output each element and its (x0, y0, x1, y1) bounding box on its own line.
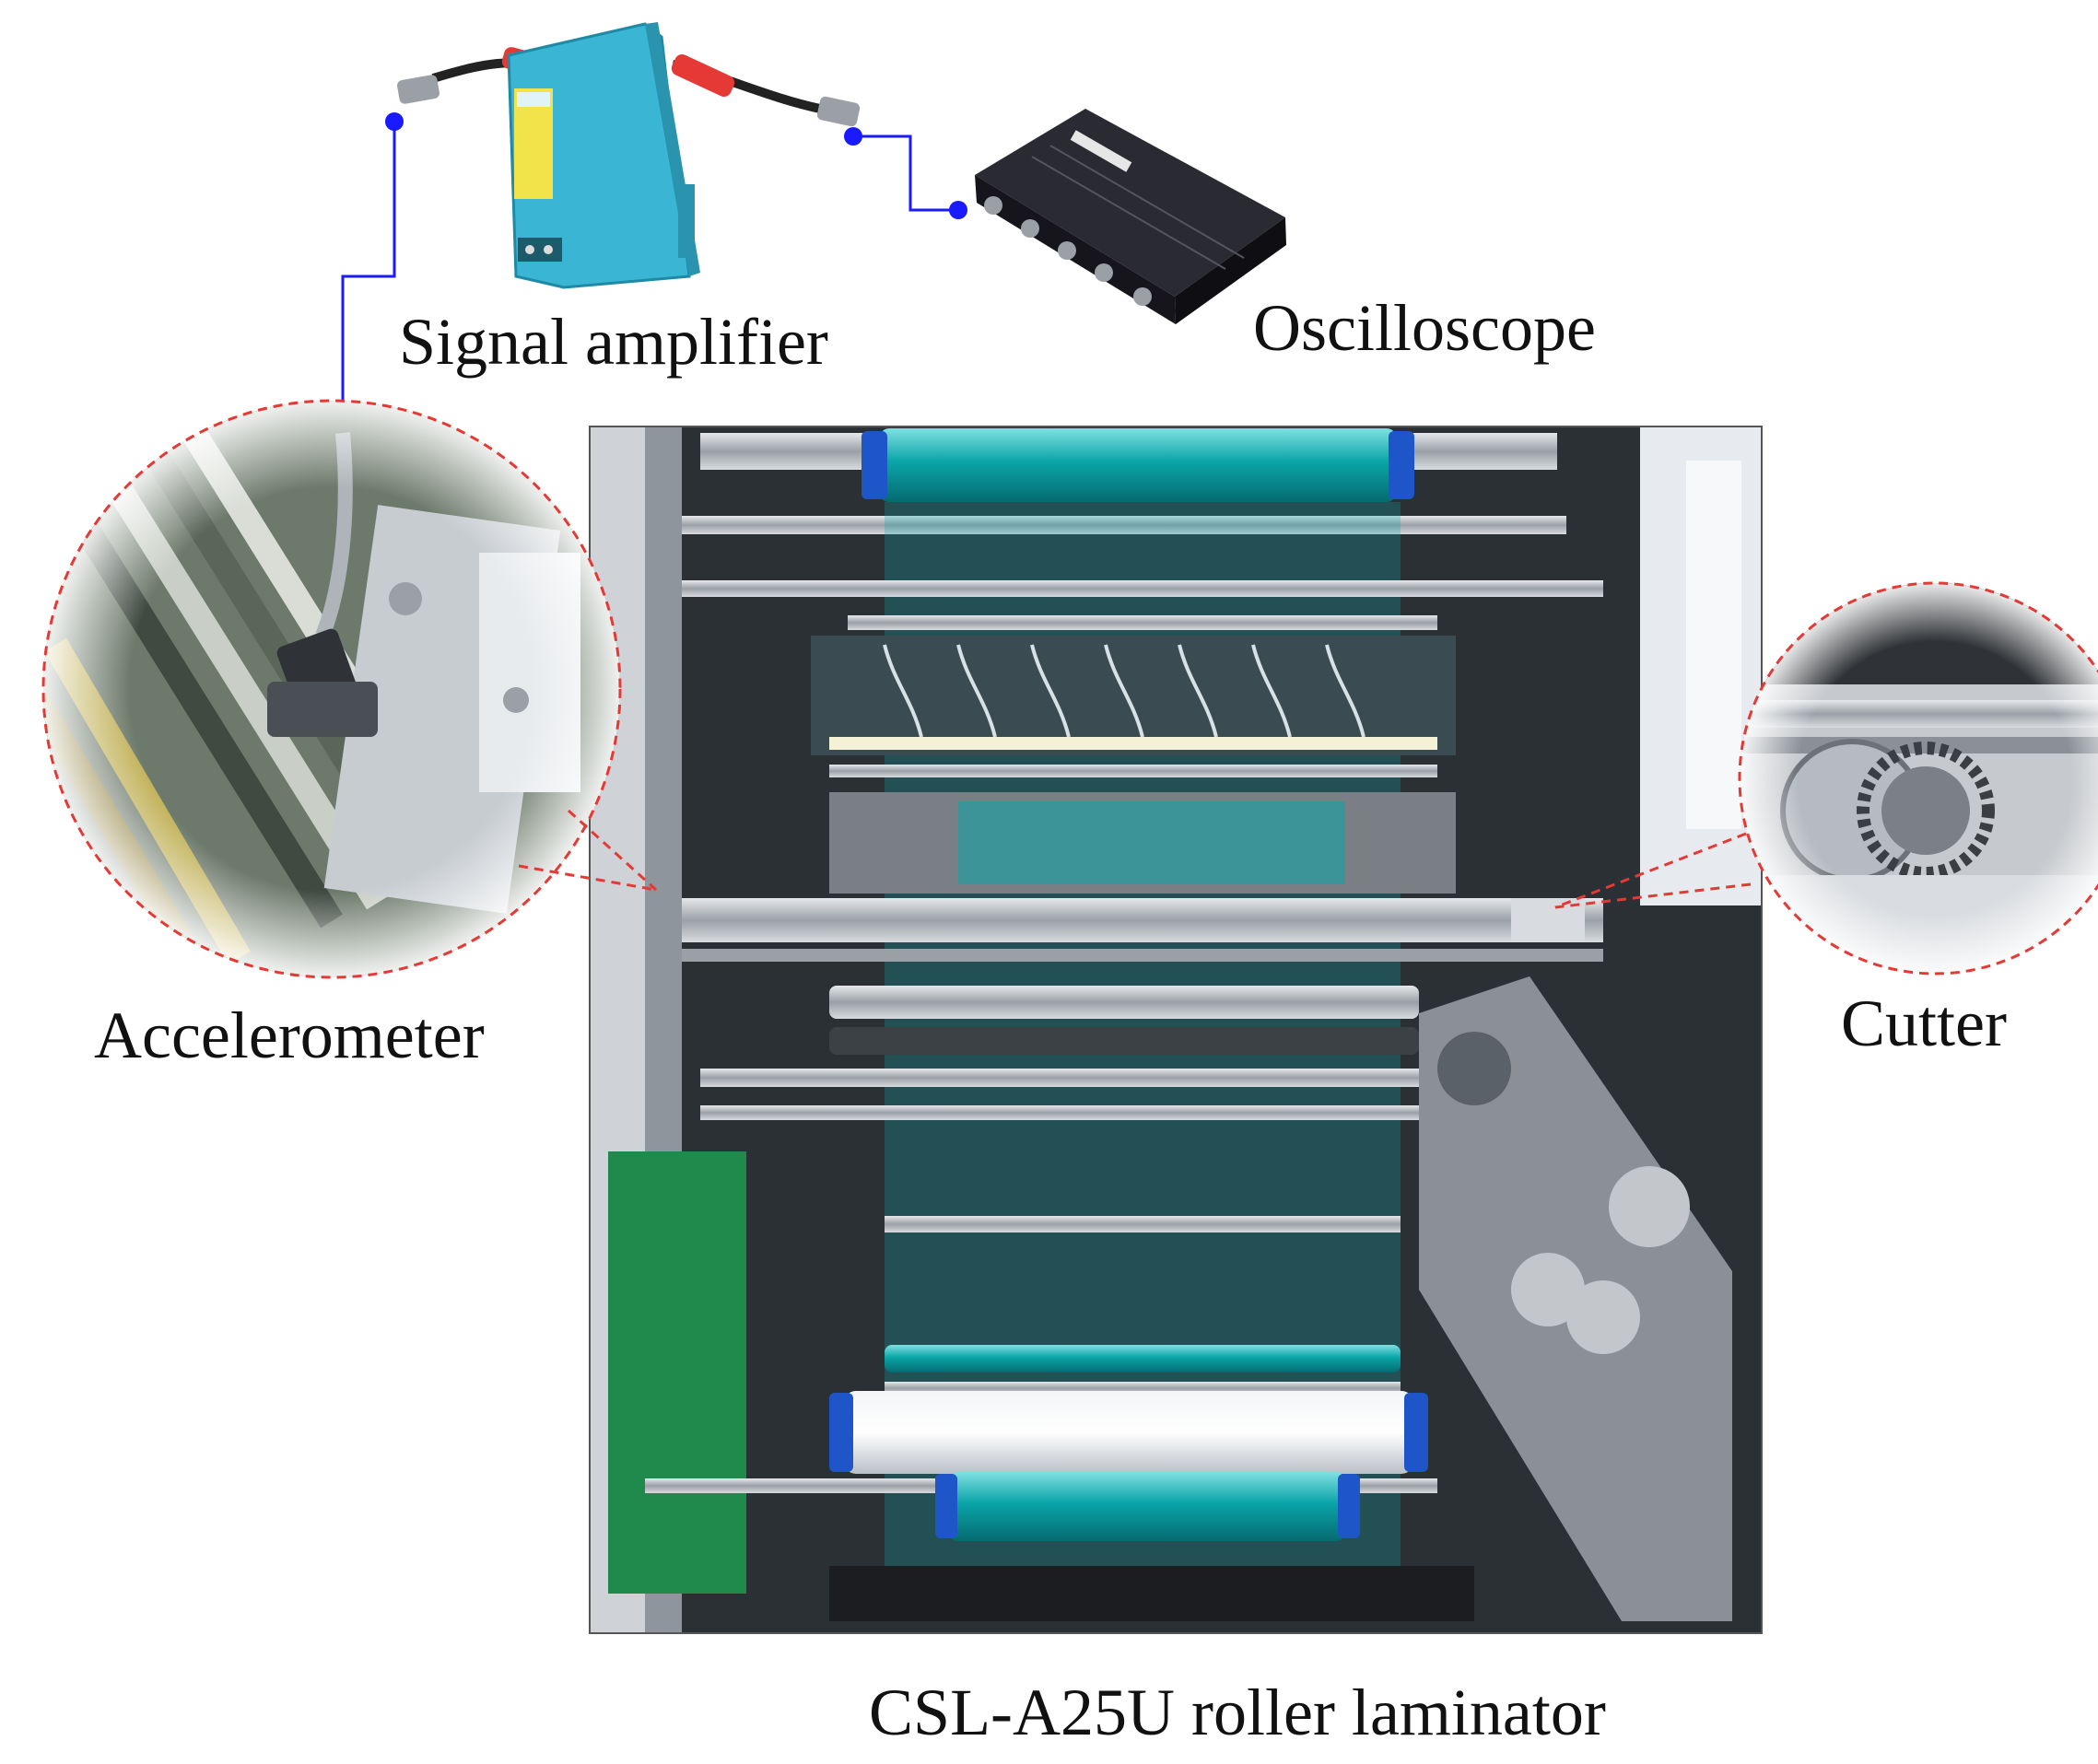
accelerometer-label: Accelerometer (94, 999, 485, 1072)
roller-laminator-label: CSL-A25U roller laminator (869, 1676, 1606, 1749)
roller-laminator-photo (589, 426, 1763, 1634)
callout-leaders (518, 809, 1752, 909)
signal-wires (341, 122, 958, 426)
cutter-photo (1738, 581, 2098, 975)
signal-amplifier-icon (397, 22, 861, 289)
accelerometer-photo (41, 399, 622, 979)
signal-amplifier-label: Signal amplifier (399, 305, 828, 379)
oscilloscope-icon (975, 109, 1286, 324)
oscilloscope-label: Oscilloscope (1253, 291, 1596, 365)
cutter-label: Cutter (1841, 987, 2007, 1060)
